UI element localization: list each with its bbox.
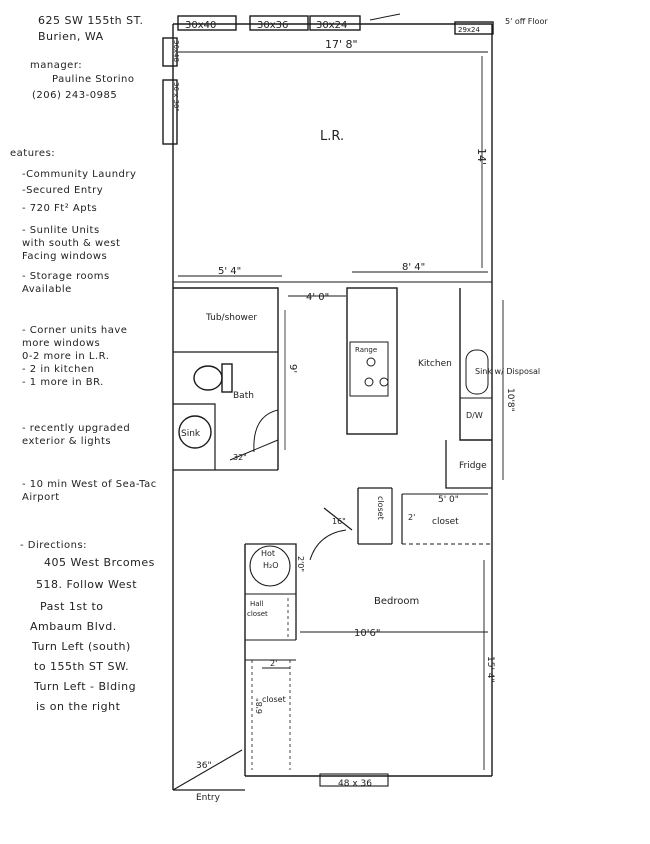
arrow [369, 13, 401, 21]
direction-line: 405 West Brcomes [44, 556, 155, 569]
label-bath: Bath [233, 391, 254, 401]
label-window-top-3: 30x24 [316, 20, 347, 31]
label-bath-dim: 9' [287, 364, 298, 373]
water-heater [249, 545, 291, 587]
window-top-1 [177, 15, 237, 31]
label-entry-dim: 36" [196, 761, 212, 771]
range-counter [346, 287, 398, 435]
directions-heading: - Directions: [20, 540, 88, 551]
toilet-tank [221, 363, 233, 393]
label-bedroom-depth: 15' 4" [485, 656, 495, 683]
label-window-side-1: 36x48 [172, 40, 180, 62]
window-top-4 [454, 21, 494, 35]
label-range: Range [355, 346, 377, 354]
window-side-1 [162, 37, 178, 67]
manager-phone: (206) 243-0985 [32, 90, 118, 101]
label-living-room: L.R. [320, 129, 344, 144]
label-door-dim: 32" [233, 453, 247, 462]
notes-column: 625 SW 155th ST. Burien, WA manager: Pau… [0, 0, 175, 844]
label-window-top-1: 30x40 [185, 20, 216, 31]
window-top-3 [309, 15, 361, 31]
window-bottom [319, 773, 389, 787]
direction-line: is on the right [36, 700, 121, 713]
label-closet-lower: closet [262, 695, 286, 704]
label-closet-6-8: 6'8" [255, 698, 264, 714]
label-dim-2-0: 2'0" [296, 556, 305, 572]
label-window-side-2: 36 x 30" [172, 82, 180, 112]
label-dim-2: 2' [270, 659, 277, 668]
manager-label: manager: [30, 60, 83, 71]
label-dw: D/W [466, 411, 483, 420]
direction-line: 518. Follow West [36, 578, 138, 591]
feature-item: - recently upgraded exterior & lights [22, 423, 131, 447]
fridge-box [445, 440, 492, 489]
window-top-2 [249, 15, 309, 31]
label-sink-disposal: Sink w/ Disposal [475, 367, 540, 376]
label-window-top-4: 29x24 [458, 26, 481, 34]
label-width-top: 17' 8" [325, 38, 358, 51]
entry-door [172, 749, 243, 791]
label-fridge: Fridge [459, 461, 487, 471]
label-entry: Entry [196, 793, 221, 803]
label-closet-5-0: 5' 0" [438, 495, 459, 505]
label-closet-2: 2' [408, 513, 415, 522]
feature-item: - Corner units have more windows 0-2 mor… [22, 325, 128, 388]
range [349, 341, 389, 397]
address-line-2: Burien, WA [38, 30, 104, 43]
label-window-bottom: 48 x 36 [338, 779, 372, 789]
label-bedroom-width: 10'6" [354, 628, 380, 639]
label-dim-4-0: 4' 0" [306, 292, 329, 303]
label-hall: Hall [250, 600, 263, 608]
feature-item: - Sunlite Units with south & west Facing… [22, 225, 121, 262]
label-floor-note: 5' off Floor [505, 17, 548, 26]
label-window-top-2: 30x36 [257, 20, 288, 31]
feature-item: - 10 min West of Sea-Tac Airport [22, 479, 157, 503]
label-kitchen-depth: 10'8" [505, 388, 515, 412]
feature-item: -Community Laundry [22, 169, 137, 180]
direction-line: Turn Left - Blding [34, 680, 137, 693]
direction-line: Turn Left (south) [32, 640, 131, 653]
bath-door [253, 409, 279, 453]
features-heading: eatures: [10, 148, 56, 159]
toilet [193, 365, 223, 391]
kitchen-sink [465, 349, 489, 395]
window-side-2 [162, 79, 178, 145]
label-dim-5-4: 5' 4" [218, 266, 241, 277]
bedroom-door [323, 507, 353, 531]
direction-line: Past 1st to [40, 600, 104, 613]
label-lr-depth: 14' [475, 148, 488, 165]
label-dim-8-4: 8' 4" [402, 262, 425, 273]
feature-item: - Storage rooms Available [22, 271, 110, 295]
label-door-16: 16" [332, 517, 346, 526]
label-hot-water-h2o: H₂O [263, 561, 279, 570]
address-line-1: 625 SW 155th ST. [38, 14, 144, 27]
bath-sink [178, 415, 212, 449]
label-closet-vertical: closet [376, 496, 385, 520]
label-hot-water: Hot [261, 549, 275, 558]
label-sink: Sink [181, 429, 201, 439]
label-tub: Tub/shower [205, 313, 257, 323]
label-bedroom: Bedroom [374, 596, 419, 607]
direction-line: Ambaum Blvd. [30, 620, 117, 633]
feature-item: -Secured Entry [22, 185, 104, 196]
manager-name: Pauline Storino [52, 74, 135, 85]
label-kitchen: Kitchen [418, 359, 452, 369]
label-closet-horizontal: closet [432, 517, 459, 527]
direction-line: to 155th ST SW. [34, 660, 130, 673]
feature-item: - 720 Ft² Apts [22, 203, 98, 214]
label-hall-closet: closet [247, 610, 268, 618]
